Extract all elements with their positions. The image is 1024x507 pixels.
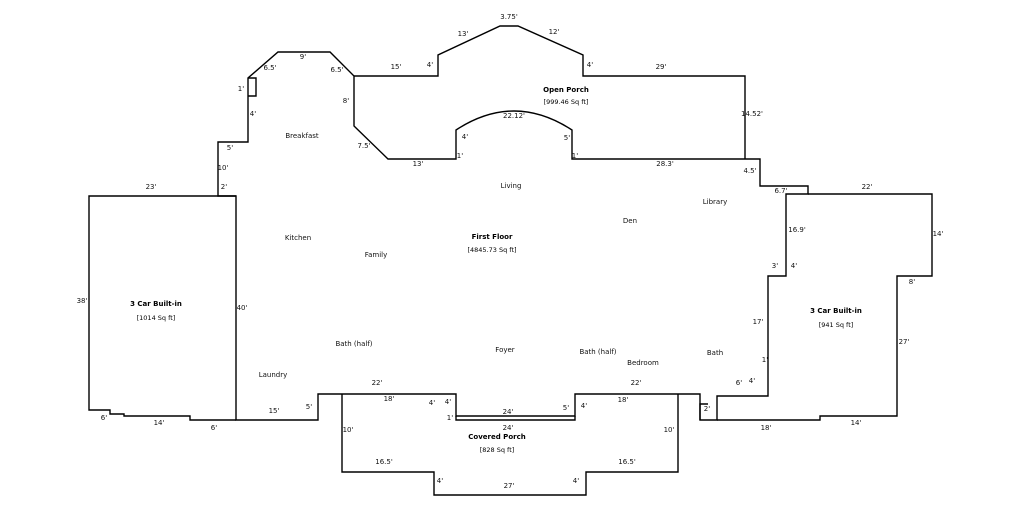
dim-bay-left-a: 6.5' (263, 64, 276, 72)
covered-porch-outline (341, 394, 679, 496)
dim-cp-bottom-right: 16.5' (618, 458, 636, 466)
right-garage-size: [941 Sq ft] (819, 321, 854, 329)
dim-porch-step-right: 4' (587, 61, 593, 69)
dim-cp-step-d: 5' (563, 404, 569, 412)
dim-cp-step-b: 4' (445, 398, 451, 406)
dim-right-side-b: 17' (753, 318, 764, 326)
dim-porch-left-side: 8' (343, 97, 349, 105)
room-den: Den (623, 217, 637, 225)
dim-garage-left-bottom-b: 14' (154, 419, 165, 427)
dim-garage-right-bottom-b: 14' (851, 419, 862, 427)
dim-garage-left-top: 23' (146, 183, 157, 191)
room-bath-half-left: Bath (half) (335, 340, 372, 348)
dim-left-wall-b: 10' (218, 164, 229, 172)
dim-cp-bottom-step-left: 4' (437, 477, 443, 485)
open-porch-label: Open Porch (543, 86, 589, 94)
dim-garage-right-side-b: 27' (899, 338, 910, 346)
dim-cp-step-a: 4' (429, 399, 435, 407)
dim-arch-right: 5' (564, 134, 570, 142)
covered-porch-label: Covered Porch (468, 433, 525, 441)
dim-library-top: 6.7' (774, 187, 787, 195)
dim-bay-right: 6.5' (330, 66, 343, 74)
dim-garage-right-side-a: 14' (933, 230, 944, 238)
first-floor-label: First Floor (472, 233, 513, 241)
dim-cp-right-side: 10' (664, 426, 675, 434)
dim-arch-foot-right: 1' (572, 152, 578, 160)
dim-garage-left-side: 38' (77, 297, 88, 305)
dim-garage-left-bottom-a: 6' (101, 414, 107, 422)
dim-laundry-bottom: 15' (269, 407, 280, 415)
bay-detail (248, 77, 257, 97)
dim-right-small-b: 4' (749, 377, 755, 385)
dim-cp-left-side: 10' (343, 426, 354, 434)
right-notch-detail (699, 403, 708, 420)
room-breakfast: Breakfast (285, 132, 319, 140)
dim-right-step-b: 4' (791, 262, 797, 270)
dim-laundry-step: 5' (306, 403, 312, 411)
dim-porch-left-top: 15' (391, 63, 402, 71)
dim-porch-right-top: 29' (656, 63, 667, 71)
right-garage-outline (717, 193, 933, 421)
dim-breakfast-top: 9' (300, 53, 306, 61)
dim-cp-inner-right: 18' (618, 396, 629, 404)
dim-porch-peak: 3.75' (500, 13, 518, 21)
dim-right-small-c: 2' (704, 405, 710, 413)
dim-porch-bottom-right: 28.3' (656, 160, 674, 168)
dim-cp-top-right: 22' (631, 379, 642, 387)
dim-garage-right-bottom-a: 18' (761, 424, 772, 432)
dim-cp-step-c: 1' (447, 414, 453, 422)
room-living: Living (501, 182, 522, 190)
room-foyer: Foyer (495, 346, 515, 354)
dim-left-wall-a: 5' (227, 144, 233, 152)
dim-cp-bottom-left: 16.5' (375, 458, 393, 466)
room-bath: Bath (707, 349, 723, 357)
dim-porch-step-left: 4' (427, 61, 433, 69)
dim-cp-inner-left: 18' (384, 395, 395, 403)
room-laundry: Laundry (259, 371, 288, 379)
dim-breakfast-left: 4' (250, 110, 256, 118)
dim-porch-slope-right: 12' (549, 28, 560, 36)
room-bath-half-right: Bath (half) (579, 348, 616, 356)
dim-step-4-5: 4.5' (743, 167, 756, 175)
left-garage-label: 3 Car Built-in (130, 300, 182, 308)
dim-cp-bottom-step-right: 4' (573, 477, 579, 485)
dim-cp-mid-top: 24' (503, 408, 514, 416)
dim-cp-bottom-center: 27' (504, 482, 515, 490)
dim-cp-step-e: 4' (581, 402, 587, 410)
room-library: Library (703, 198, 727, 206)
dim-porch-slope-left: 13' (458, 30, 469, 38)
dim-bay-left-b: 1' (238, 85, 244, 93)
covered-porch-inner (455, 416, 576, 421)
left-garage-outline (88, 195, 236, 421)
covered-porch-size: [828 Sq ft] (480, 446, 515, 454)
dim-diag-left: 7.5' (357, 142, 370, 150)
dim-porch-bottom-left: 13' (413, 160, 424, 168)
dim-garage-right-step: 8' (909, 278, 915, 286)
left-garage-size: [1014 Sq ft] (137, 314, 176, 322)
dim-garage-left-bottom-c: 6' (211, 424, 217, 432)
dim-right-step-a: 3' (772, 262, 778, 270)
right-garage-label: 3 Car Built-in (810, 307, 862, 315)
dim-house-left-side: 40' (237, 304, 248, 312)
first-floor-size: [4845.73 Sq ft] (467, 246, 516, 254)
dim-left-wall-c: 2' (221, 183, 227, 191)
room-kitchen: Kitchen (285, 234, 311, 242)
open-porch-size: [999.46 Sq ft] (544, 98, 589, 106)
dim-right-side-a: 16.9' (788, 226, 806, 234)
room-family: Family (365, 251, 388, 259)
room-bedroom: Bedroom (627, 359, 659, 367)
dim-right-small-a: 6' (736, 379, 742, 387)
open-porch-outline (354, 25, 746, 159)
dim-arch-left: 4' (462, 133, 468, 141)
dim-garage-right-top: 22' (862, 183, 873, 191)
dim-right-side-c: 1' (762, 356, 768, 364)
dim-cp-mid-bottom: 24' (503, 424, 514, 432)
dim-porch-right-side: 14.52' (741, 110, 763, 118)
dim-cp-top-left: 22' (372, 379, 383, 387)
dim-arch: 22.12' (503, 112, 525, 120)
dim-arch-foot-left: 1' (457, 152, 463, 160)
